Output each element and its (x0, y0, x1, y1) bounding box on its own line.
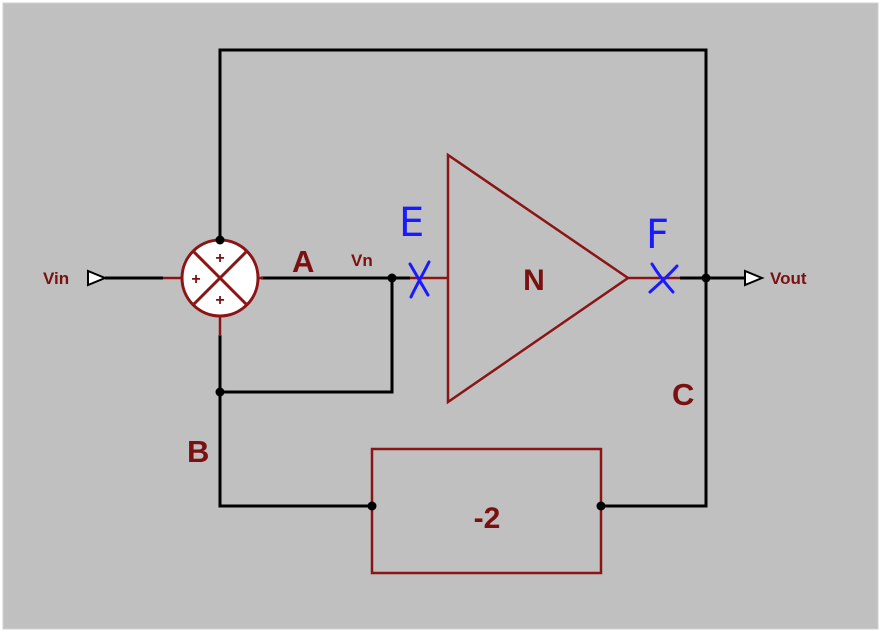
junction-dot-output (701, 273, 711, 283)
summing-junction: + + + (180, 238, 260, 318)
c-branch-wire (601, 278, 708, 508)
node-label-b: B (187, 434, 209, 469)
junction-dots (215, 235, 711, 511)
node-label-vn: Vn (351, 251, 373, 270)
junction-dot-gain-left (367, 501, 377, 511)
vn-feedback-wire (220, 278, 394, 394)
junction-dot-b (215, 387, 225, 397)
node-label-a: A (292, 244, 314, 279)
amplifier-gain-label: N (523, 264, 545, 297)
summer-sign-left: + (191, 271, 200, 288)
junction-dot-gain-right (596, 501, 606, 511)
cut-mark-e (408, 260, 431, 299)
summer-sign-bottom: + (215, 292, 224, 309)
feedback-gain-label: -2 (474, 502, 501, 535)
cut-mark-label-f: F (646, 212, 669, 258)
output-port-arrow-icon (744, 269, 765, 287)
input-port-label: Vin (43, 269, 69, 288)
junction-dot-vn (387, 273, 397, 283)
cut-mark-f (648, 262, 679, 294)
junction-dot-summer-top (215, 235, 225, 245)
node-label-c: C (672, 377, 694, 412)
top-feedback-wire (218, 48, 708, 278)
summer-sign-top: + (215, 250, 224, 267)
cut-mark-label-e: E (399, 200, 424, 246)
input-port-arrow-icon (87, 269, 108, 287)
feedback-gain-block (370, 447, 603, 575)
amplifier-triangle (446, 152, 631, 405)
output-port-label: Vout (770, 269, 807, 288)
